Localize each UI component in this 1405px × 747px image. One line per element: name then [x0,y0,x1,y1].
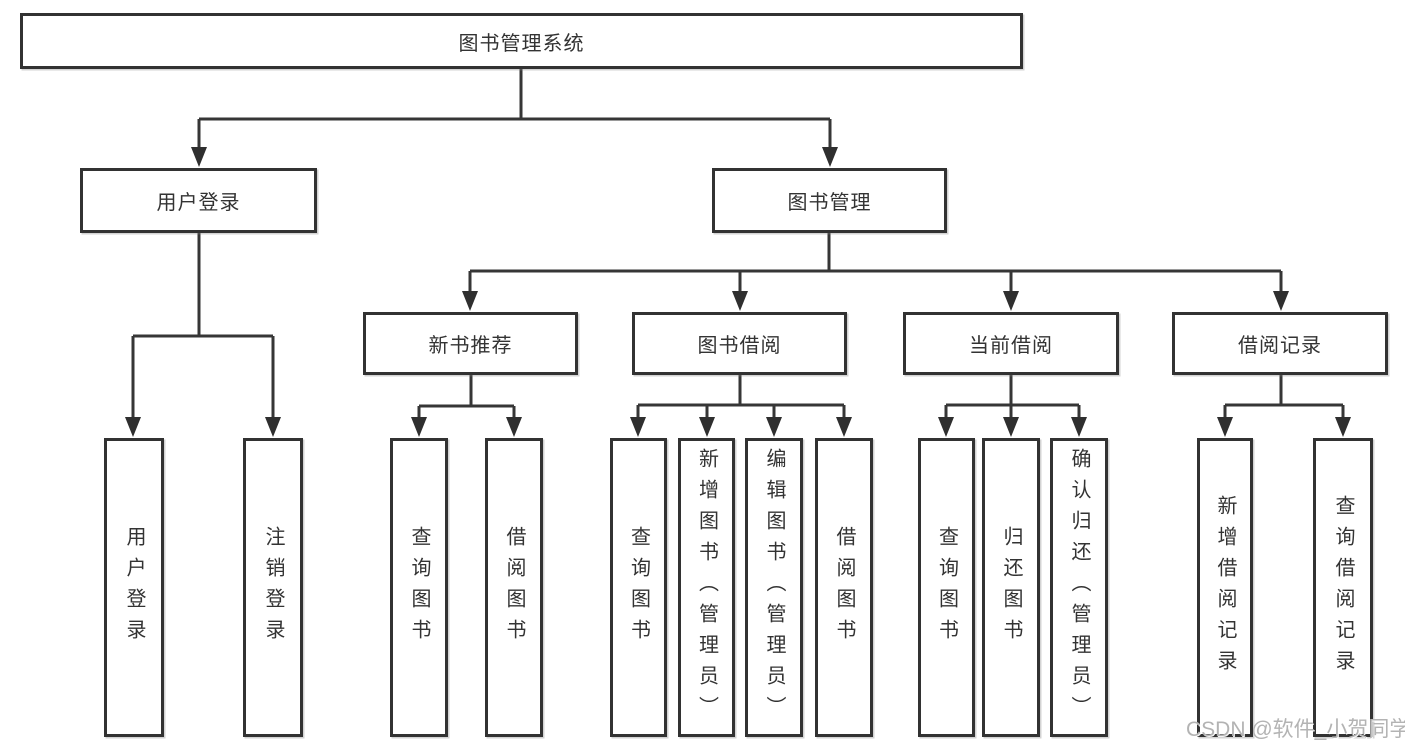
arrow-down-icon [125,417,141,437]
node-new-book-recommend: 新书推荐 [363,312,578,375]
connector-current-borrow [944,374,1081,418]
arrow-down-icon [1335,417,1351,437]
leaf-records-query-record: 查询借阅记录 [1313,438,1373,737]
arrowheads [125,147,1351,437]
connector-book-borrow [636,374,846,418]
node-root-system: 图书管理系统 [20,13,1023,69]
node-book-borrow: 图书借阅 [632,312,847,375]
arrow-down-icon [191,147,207,167]
arrow-down-icon [699,417,715,437]
connector-book-mgmt [468,232,1283,292]
node-book-management: 图书管理 [712,168,947,233]
arrow-down-icon [822,147,838,167]
leaf-records-add-record: 新增借阅记录 [1197,438,1253,737]
arrow-down-icon [506,417,522,437]
node-current-borrow: 当前借阅 [903,312,1119,375]
leaf-current-return-books: 归还图书 [982,438,1040,737]
arrow-down-icon [462,291,478,311]
arrow-down-icon [1217,417,1233,437]
leaf-user-login: 用户登录 [104,438,164,737]
arrow-down-icon [1003,291,1019,311]
arrow-down-icon [1273,291,1289,311]
arrow-down-icon [411,417,427,437]
arrow-down-icon [836,417,852,437]
leaf-newrec-query-books: 查询图书 [390,438,448,737]
arrow-down-icon [630,417,646,437]
node-borrow-records: 借阅记录 [1172,312,1388,375]
arrow-down-icon [1071,417,1087,437]
connector-root [197,68,832,148]
csdn-watermark: CSDN @软件_小贺同学 [1186,718,1405,741]
connector-user-login [131,232,275,418]
leaf-current-confirm-return-admin: 确认归还（管理员） [1050,438,1108,737]
leaf-borrow-query-books: 查询图书 [610,438,667,737]
leaf-borrow-add-books-admin: 新增图书（管理员） [678,438,735,737]
leaf-current-query-books: 查询图书 [918,438,975,737]
arrow-down-icon [1003,417,1019,437]
node-user-login: 用户登录 [80,168,317,233]
leaf-borrow-edit-books-admin: 编辑图书（管理员） [745,438,803,737]
arrow-down-icon [938,417,954,437]
leaf-newrec-borrow-books: 借阅图书 [485,438,543,737]
connector-borrow-records [1223,374,1345,418]
connector-new-rec [417,374,516,418]
arrow-down-icon [265,417,281,437]
leaf-logout: 注销登录 [243,438,303,737]
arrow-down-icon [732,291,748,311]
leaf-borrow-borrow-books: 借阅图书 [815,438,873,737]
arrow-down-icon [766,417,782,437]
